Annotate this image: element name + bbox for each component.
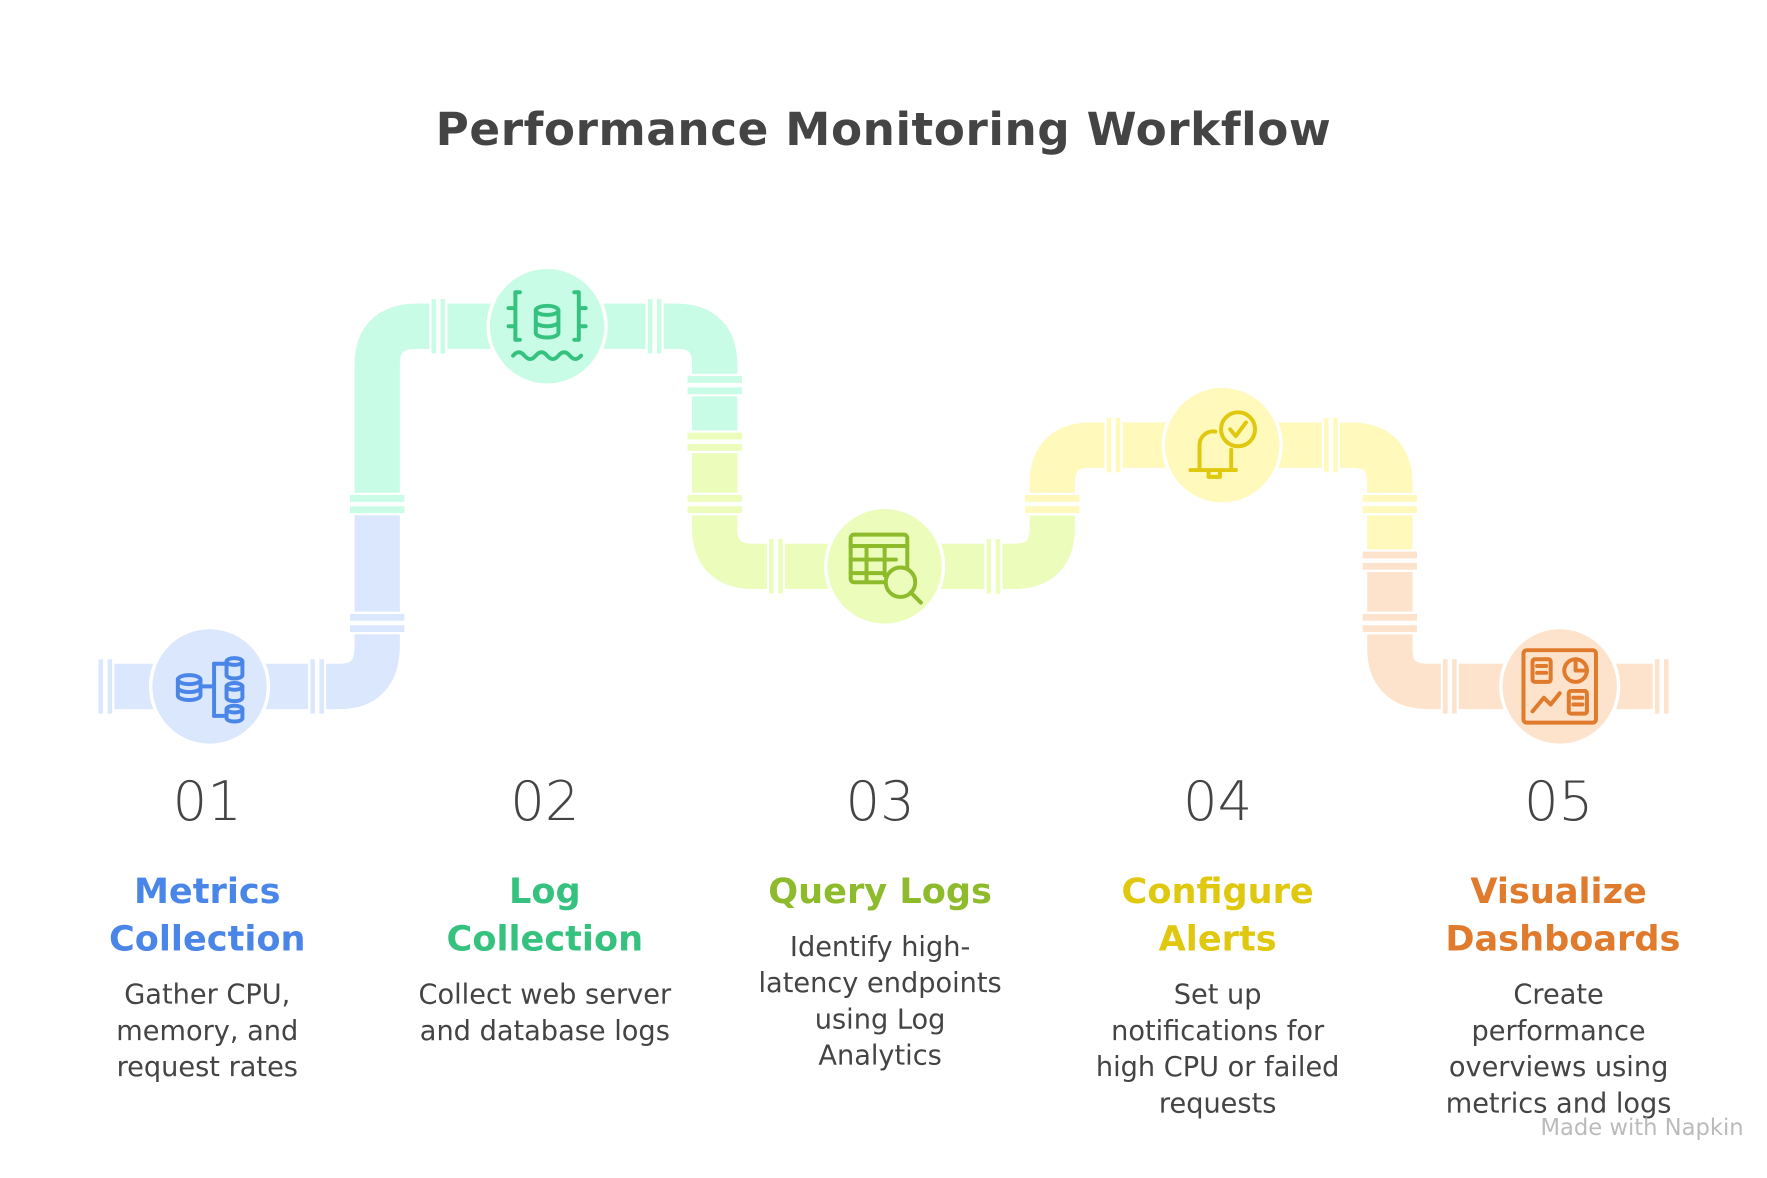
step-description: Create performance overviews using metri…	[1445, 978, 1672, 1120]
table-search-icon	[848, 532, 923, 605]
pipe-flange	[1652, 656, 1662, 716]
pipe-flange	[347, 622, 407, 635]
pipe-flange	[1022, 504, 1082, 516]
pipe-flange	[1661, 656, 1671, 716]
pipe-flange	[993, 536, 1003, 596]
pipe-segment-5	[1367, 557, 1666, 710]
pipe-flange	[96, 656, 106, 716]
step-node-4	[1161, 384, 1283, 506]
pipe-flange	[347, 611, 407, 623]
pipe-flange	[685, 430, 745, 442]
step-title: Visualize Dashboards	[1445, 871, 1681, 960]
pipe-flange	[645, 296, 655, 356]
database-hierarchy-icon	[175, 656, 245, 724]
pipe-flange	[1104, 415, 1114, 475]
pipe-flange	[438, 296, 448, 356]
pipe-flange	[1022, 492, 1082, 505]
pipe-flange	[984, 536, 994, 596]
pipe-flange	[654, 296, 664, 356]
pipe-flange	[685, 441, 745, 454]
pipe-flange	[775, 536, 785, 596]
step-title: Configure Alerts	[1121, 871, 1314, 960]
step-node-3	[824, 505, 946, 627]
pipe-flange	[1360, 549, 1420, 561]
step-description: Collect web server and database logs	[418, 978, 672, 1047]
pipe-segment-1	[107, 498, 400, 710]
pipe-flange	[1330, 415, 1340, 475]
step-number: 05	[1523, 770, 1594, 834]
pipe-flange	[1360, 622, 1420, 635]
pipe-flange	[685, 385, 745, 397]
pipe-flange	[685, 504, 745, 516]
step-title: Query Logs	[768, 871, 992, 912]
pipe-flange	[1113, 415, 1123, 475]
step-5: 05 Visualize Dashboards Create performan…	[1389, 770, 1729, 1121]
pipe-flange	[1321, 415, 1331, 475]
pipe-flange	[308, 656, 318, 716]
pipe-flange	[429, 296, 439, 356]
diagram-title: Performance Monitoring Workflow	[435, 104, 1332, 157]
pipe-flange	[685, 373, 745, 386]
step-4: 04 Configure Alerts Set up notifications…	[1048, 770, 1388, 1121]
pipe-flange	[1360, 560, 1420, 573]
step-description: Identify high-latency endpoints using Lo…	[758, 931, 1002, 1072]
watermark: Made with Napkin	[1540, 1113, 1744, 1141]
pipe-flange	[1360, 492, 1420, 505]
node-circle	[1499, 625, 1621, 748]
step-node-1	[148, 625, 271, 748]
pipe-flange	[1360, 611, 1420, 623]
step-description: Gather CPU, memory, and request rates	[116, 978, 299, 1083]
pipe-flange	[347, 504, 407, 516]
step-number: 01	[172, 770, 242, 834]
pipe-flange	[766, 536, 776, 596]
step-description: Set up notifications for high CPU or fai…	[1095, 978, 1340, 1120]
step-number: 04	[1183, 770, 1253, 834]
node-circle	[1161, 384, 1283, 506]
step-number: 02	[510, 770, 580, 834]
step-title: Metrics Collection	[109, 871, 306, 960]
step-node-5	[1499, 625, 1621, 748]
step-title: Log Collection	[446, 871, 644, 960]
dashboard-icon	[1521, 648, 1598, 725]
pipe-flange	[685, 492, 745, 505]
step-3: 03 Query Logs Identify high-latency endp…	[710, 770, 1050, 1074]
pipe-flange	[317, 656, 327, 716]
pipe-flanges	[96, 296, 1671, 716]
pipe-flange	[105, 656, 115, 716]
pipe-flange	[1360, 504, 1420, 516]
database-stream-icon	[506, 290, 588, 362]
step-2: 02 Log Collection Collect web server and…	[375, 770, 715, 1049]
pipe-flange	[1440, 656, 1450, 716]
step-node-2	[486, 265, 608, 387]
step-1: 01 Metrics Collection Gather CPU, memory…	[37, 770, 377, 1085]
pipe-flange	[347, 492, 407, 505]
bell-check-icon	[1188, 410, 1258, 479]
step-number: 03	[845, 770, 915, 834]
pipe-flange	[1449, 656, 1459, 716]
